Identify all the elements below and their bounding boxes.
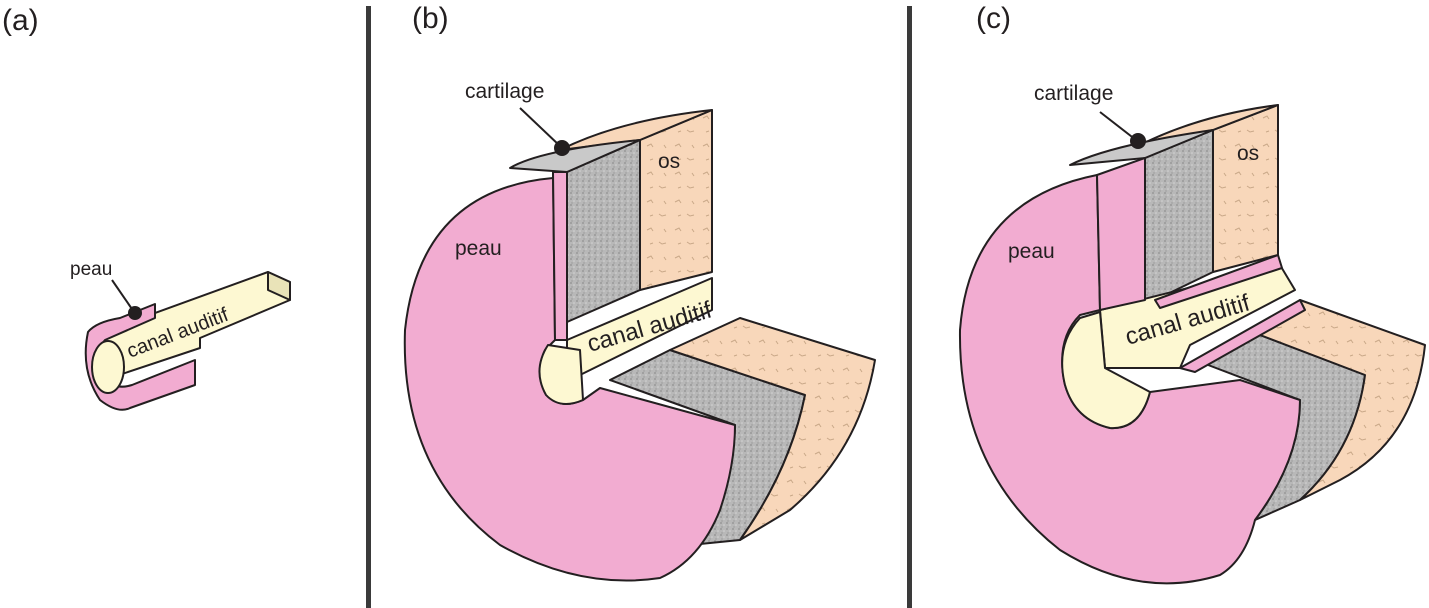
divider-left — [366, 6, 371, 608]
panel-b-bone-label: os — [658, 150, 680, 173]
panel-b-cartilage-label: cartilage — [465, 80, 544, 103]
panel-c-bone-lower — [1259, 299, 1426, 501]
panel-a-skin-marker — [128, 306, 142, 320]
panel-a-letter: (a) — [2, 4, 39, 37]
panel-a-skin-label: peau — [70, 259, 112, 280]
panel-c-letter: (c) — [976, 2, 1011, 35]
panel-c-cartilage-upper — [1144, 129, 1214, 301]
panel-b-bone-lower — [669, 317, 876, 541]
panel-a: (a) canal auditif peau — [2, 4, 291, 411]
panel-c: (c) canal auditif peau os cartilage — [958, 2, 1426, 585]
panel-b-bone-upper — [639, 109, 713, 291]
panel-c-cartilage-marker — [1130, 133, 1146, 149]
panel-c-bone-label: os — [1237, 142, 1259, 165]
panel-c-bone-upper — [1212, 104, 1279, 273]
panel-c-cartilage-label: cartilage — [1034, 82, 1113, 105]
panel-c-skin-label: peau — [1008, 240, 1055, 263]
panel-b-skin-label: peau — [455, 237, 502, 260]
panel-b: (b) canal auditif peau os cartilage — [403, 2, 876, 582]
divider-right — [907, 6, 912, 608]
panel-b-cartilage-marker — [554, 140, 570, 156]
panel-b-letter: (b) — [412, 2, 449, 35]
